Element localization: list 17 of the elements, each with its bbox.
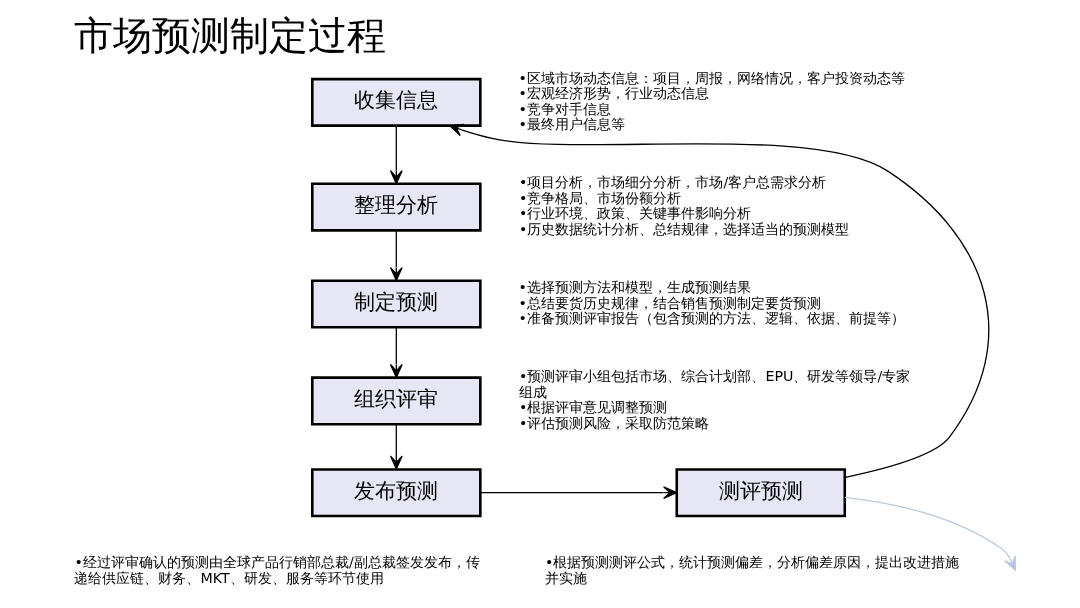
node-label: •根据评审意见调整预测 [519, 399, 668, 416]
node-label: •竞争对手信息 [518, 100, 611, 117]
node-label: •宏观经济形势，行业动态信息 [518, 85, 709, 102]
node-label: •行业环境、政策、关键事件影响分析 [519, 205, 752, 222]
node-label: •根据预测测评公式，统计预测偏差，分析偏差原因，提出改进措施并实施 [544, 554, 960, 586]
node-label: •区域市场动态信息：项目，周报，网络情况，客户投资动态等 [518, 69, 905, 86]
node-label: •评估预测风险，采取防范策略 [519, 414, 710, 431]
node-label: •最终用户信息等 [518, 116, 625, 133]
node-label: •选择预测方法和模型，生成预测结果 [518, 279, 751, 296]
node-label: •准备预测评审报告（包含预测的方法、逻辑、依据、前提等） [518, 310, 905, 327]
diagram-title: 市场预测制定过程 [74, 13, 387, 59]
node-label: •总结要货历史规律，结合销售预测制定要货预测 [518, 294, 821, 311]
node-label: •经过评审确认的预测由全球产品行销部总裁/副总裁签发发布，传递给供应链、财务、MKT、研发、服务等环节使用 [74, 554, 480, 586]
node-label: •预测评审小组包括市场、综合计划部、EPU、研发等领导/专家组成 [519, 368, 911, 400]
node-label: •竞争格局、市场份额分析 [519, 189, 682, 206]
node-label: •历史数据统计分析、总结规律，选择适当的预测模型 [519, 220, 850, 237]
node-label: •项目分析，市场细分分析，市场/客户总需求分析 [519, 174, 827, 191]
